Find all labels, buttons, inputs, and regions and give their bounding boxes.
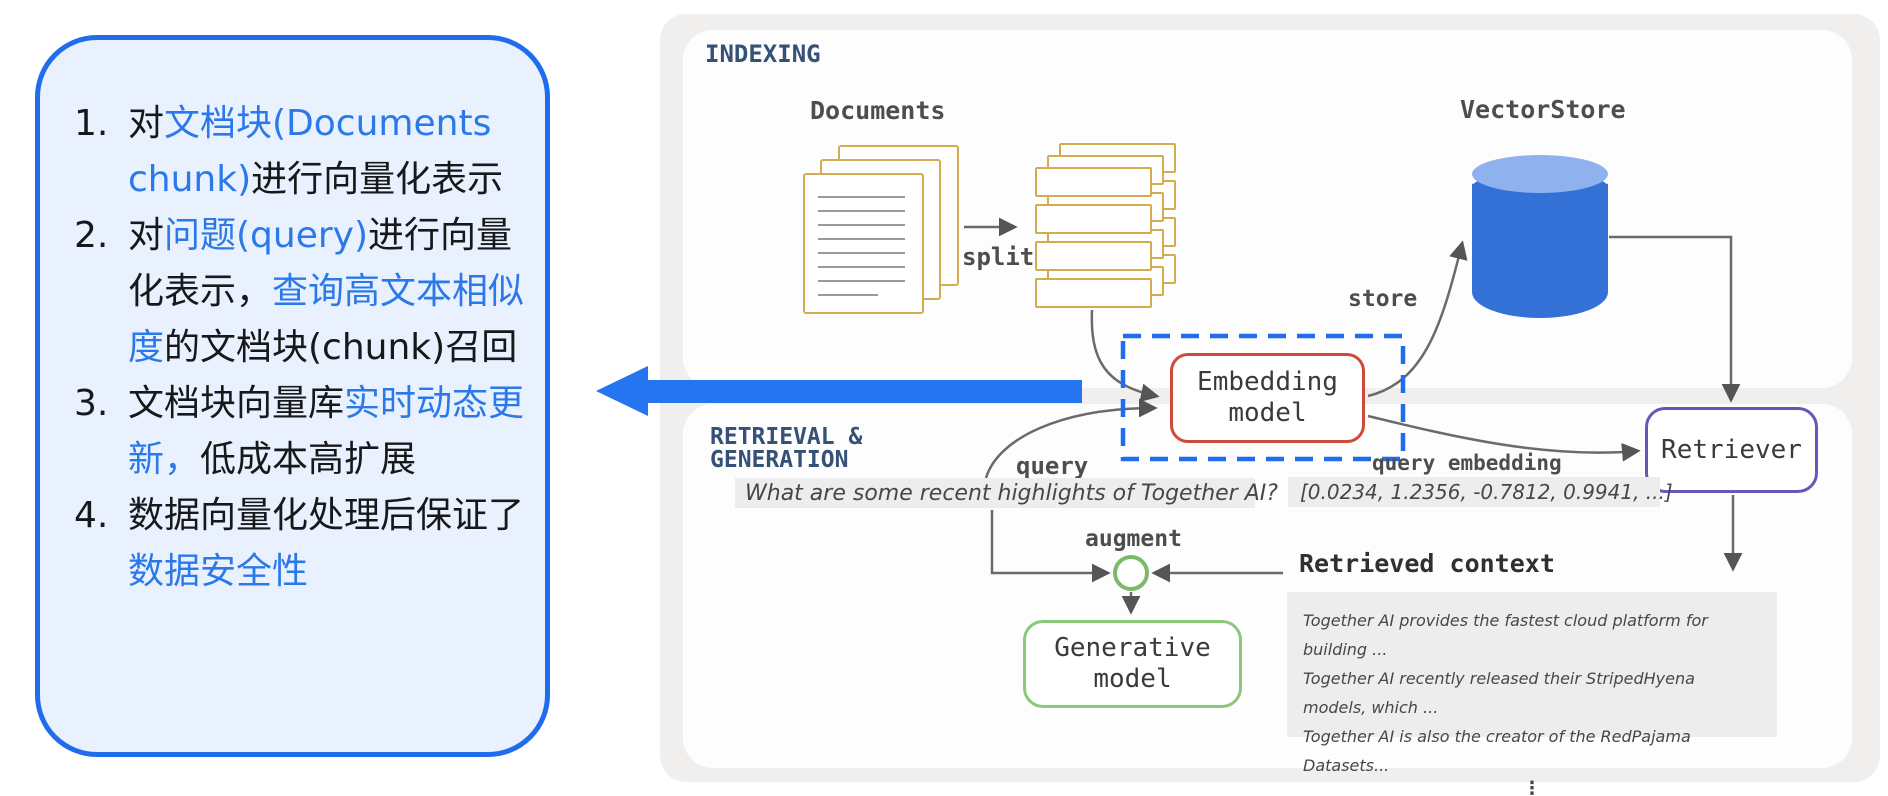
- retriever-node: Retriever: [1645, 407, 1818, 493]
- retrieval-section-label-line1: RETRIEVAL &: [710, 424, 863, 450]
- split-label: split: [962, 243, 1035, 271]
- generative-model-node: Generative model: [1023, 620, 1242, 708]
- augment-label: augment: [1085, 526, 1182, 552]
- retrieval-section-label-line2: GENERATION: [710, 447, 849, 473]
- annotation-list: 对文档块(Documents chunk)进行向量化表示对问题(query)进行…: [40, 40, 545, 600]
- vectorstore-label: VectorStore: [1460, 95, 1626, 124]
- documents-label: Documents: [810, 96, 946, 125]
- annotation-item: 数据向量化处理后保证了数据安全性: [74, 488, 525, 592]
- embedding-model-node: Embedding model: [1170, 353, 1365, 443]
- query-embedding-value: [0.0234, 1.2356, -0.7812, 0.9941, ...]: [1288, 477, 1673, 507]
- annotation-panel: 对文档块(Documents chunk)进行向量化表示对问题(query)进行…: [35, 35, 550, 757]
- query-embedding-label: query embedding: [1372, 451, 1562, 475]
- ellipsis-icon: ⋮: [1523, 778, 1541, 796]
- retrieved-context-lines: Together AI provides the fastest cloud p…: [1303, 606, 1761, 780]
- context-line: Together AI is also the creator of the R…: [1303, 727, 1691, 775]
- annotation-item: 对文档块(Documents chunk)进行向量化表示: [74, 96, 504, 200]
- augment-junction-icon: [1113, 555, 1149, 591]
- annotation-item: 对问题(query)进行向量化表示，查询高文本相似度的文档块(chunk)召回: [74, 208, 525, 368]
- store-label: store: [1348, 286, 1418, 312]
- indexing-section-label: INDEXING: [705, 40, 821, 68]
- annotation-item: 文档块向量库实时动态更新，低成本高扩展: [74, 376, 525, 480]
- query-text: What are some recent highlights of Toget…: [735, 478, 1278, 508]
- context-line: Together AI recently released their Stri…: [1303, 669, 1695, 717]
- query-label: query: [1016, 452, 1089, 480]
- retrieved-context-box: Together AI provides the fastest cloud p…: [1287, 592, 1777, 796]
- context-line: Together AI provides the fastest cloud p…: [1303, 611, 1708, 659]
- retrieved-context-title: Retrieved context: [1299, 549, 1555, 578]
